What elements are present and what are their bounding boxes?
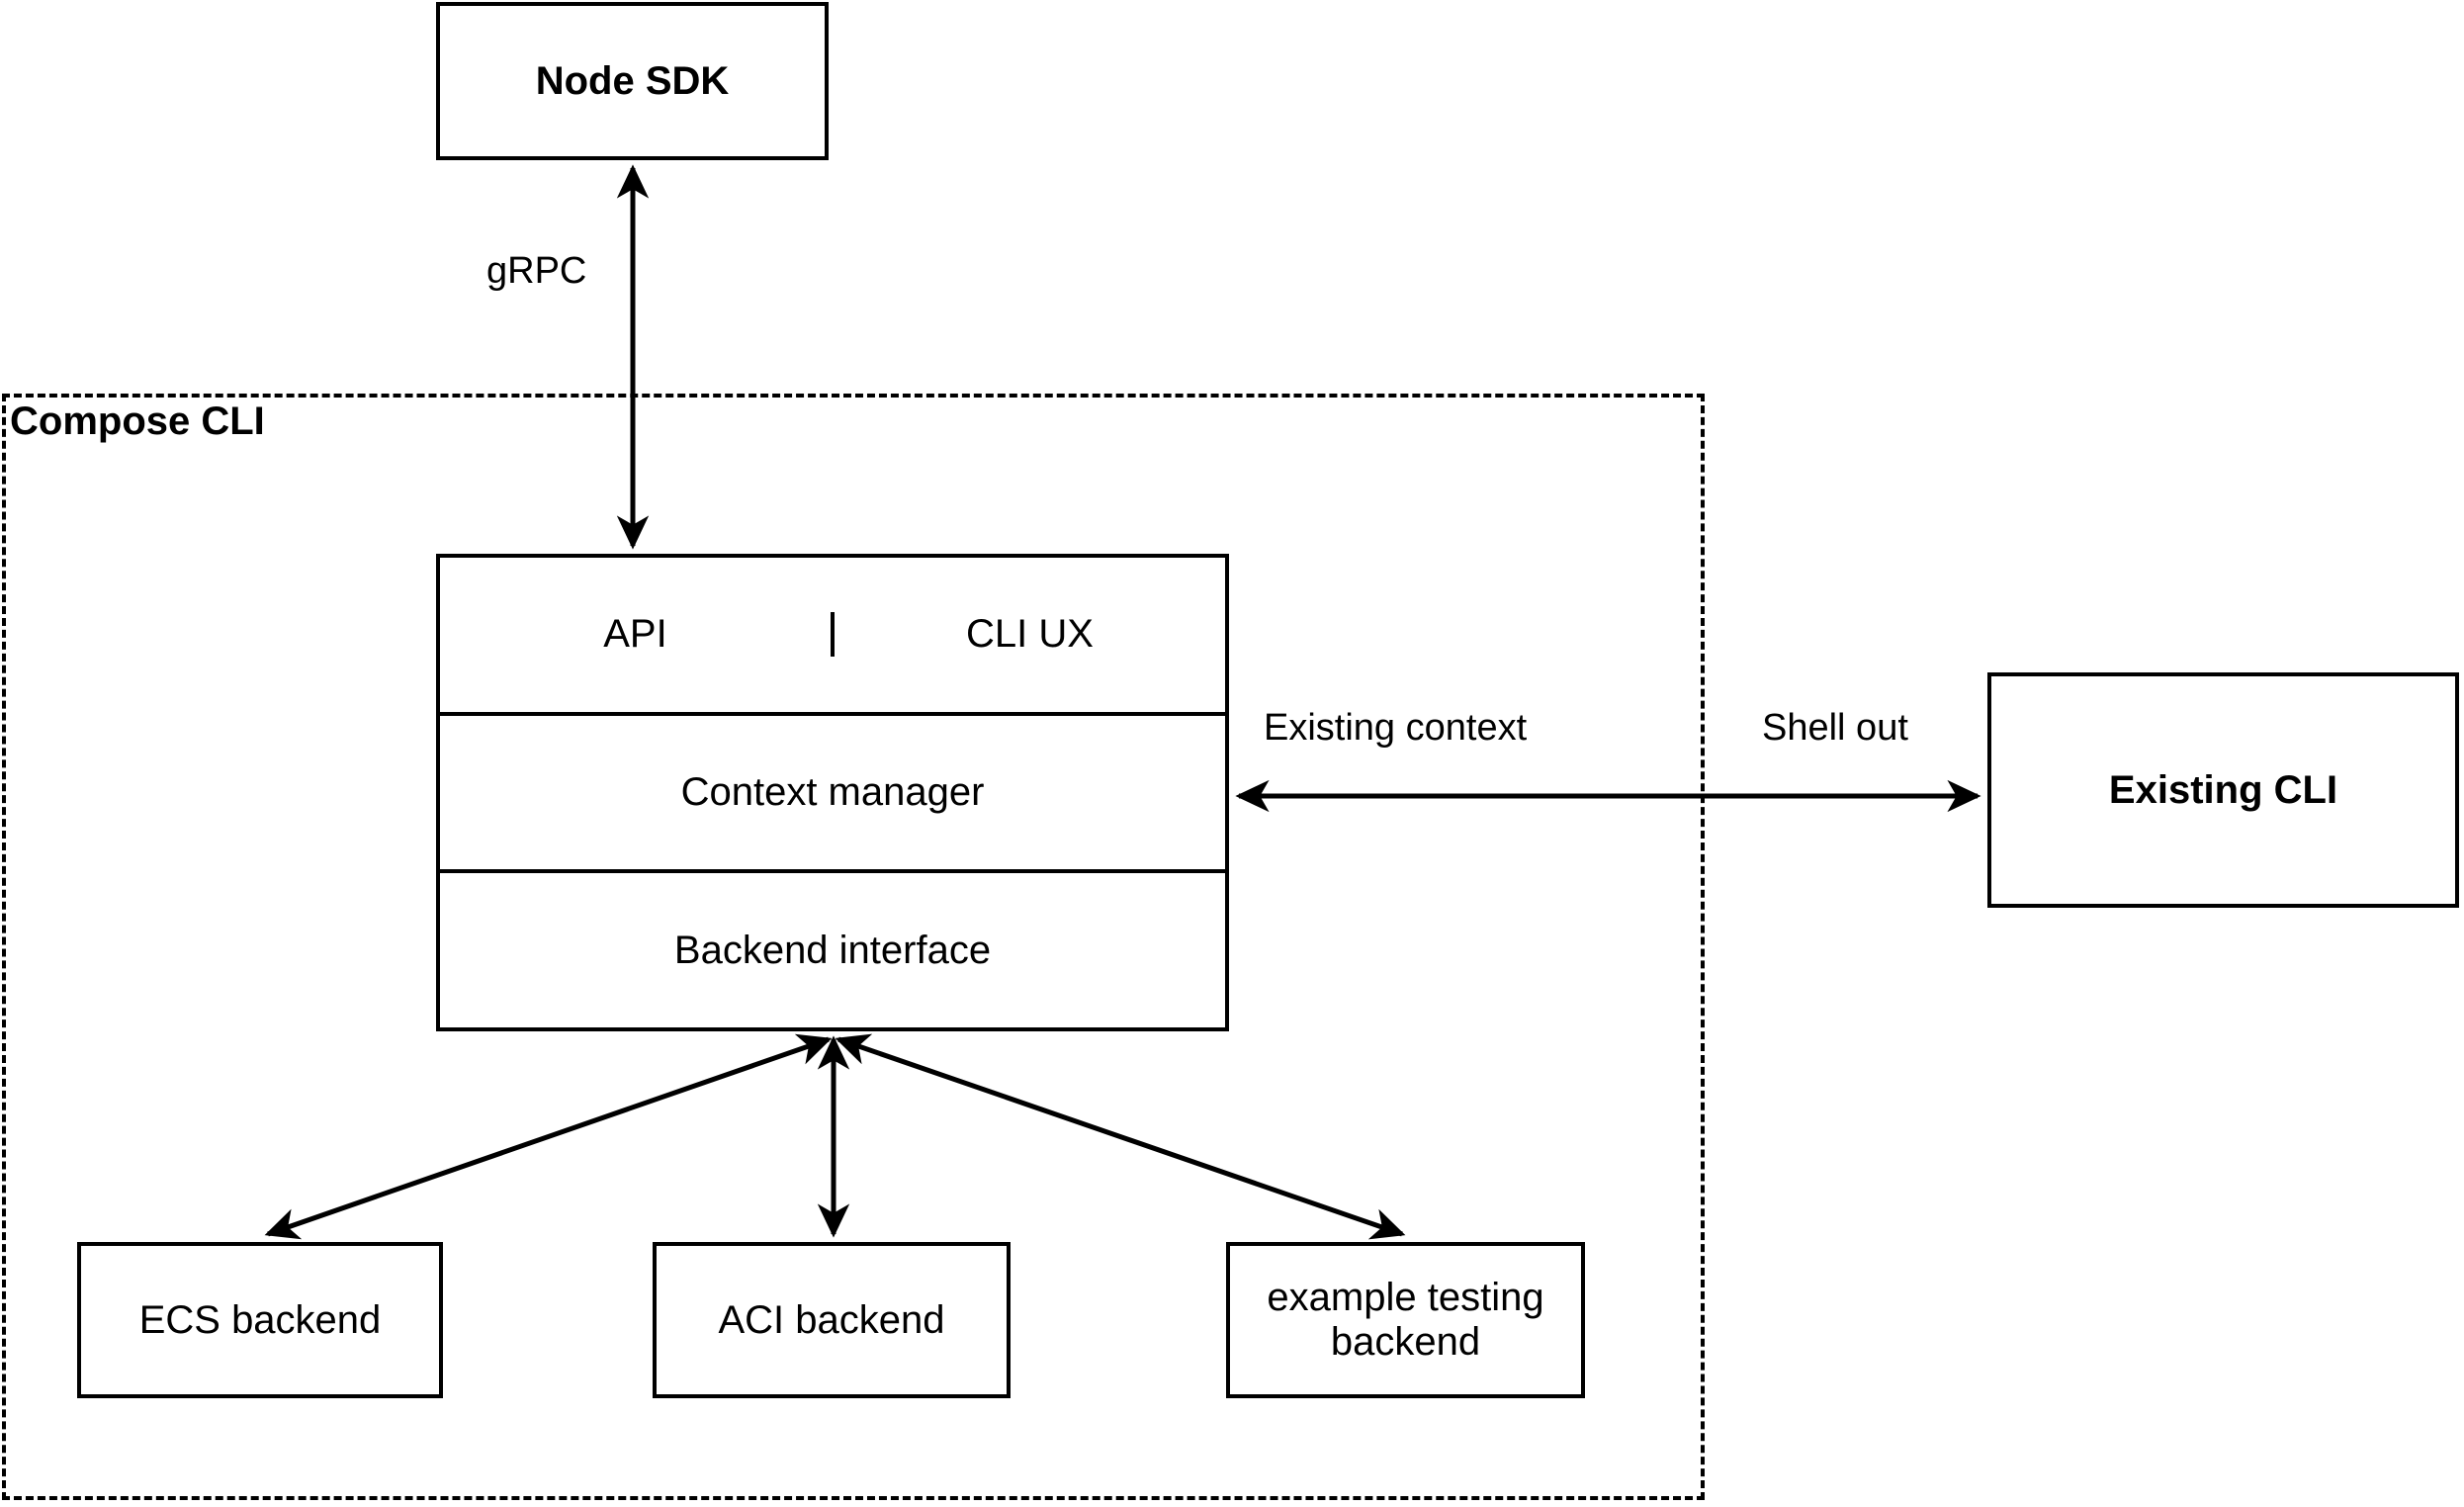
ecs-backend-label: ECS backend (138, 1297, 382, 1342)
core-row-backend-interface: Backend interface (440, 869, 1225, 1028)
example-testing-backend-label: example testing backend (1267, 1276, 1544, 1364)
backend-interface-label: Backend interface (673, 928, 992, 972)
compose-cli-group-boundary (2, 394, 1705, 1500)
core-row-api-cliux: API CLI UX (440, 558, 1225, 712)
core-cell-cli-ux: CLI UX (831, 612, 1225, 658)
compose-cli-group-label: Compose CLI (10, 399, 265, 443)
edge-label-shell-out: Shell out (1762, 707, 1908, 749)
aci-backend-box: ACI backend (653, 1242, 1011, 1398)
core-cell-api: API (440, 612, 831, 657)
edge-label-existing-context: Existing context (1264, 707, 1528, 749)
edge-label-grpc: gRPC (486, 250, 587, 292)
aci-backend-label: ACI backend (718, 1297, 945, 1342)
example-testing-backend-box: example testing backend (1226, 1242, 1585, 1398)
cli-ux-label: CLI UX (966, 612, 1094, 657)
context-manager-label: Context manager (680, 770, 985, 814)
ecs-backend-box: ECS backend (77, 1242, 443, 1398)
api-label: API (603, 612, 667, 657)
compose-cli-core-stack: API CLI UX Context manager Backend inter… (436, 554, 1229, 1031)
node-sdk-label: Node SDK (535, 58, 730, 103)
node-sdk-box: Node SDK (436, 2, 829, 160)
core-row-context-manager: Context manager (440, 711, 1225, 870)
existing-cli-box: Existing CLI (1987, 672, 2459, 908)
existing-cli-label: Existing CLI (2108, 767, 2338, 812)
